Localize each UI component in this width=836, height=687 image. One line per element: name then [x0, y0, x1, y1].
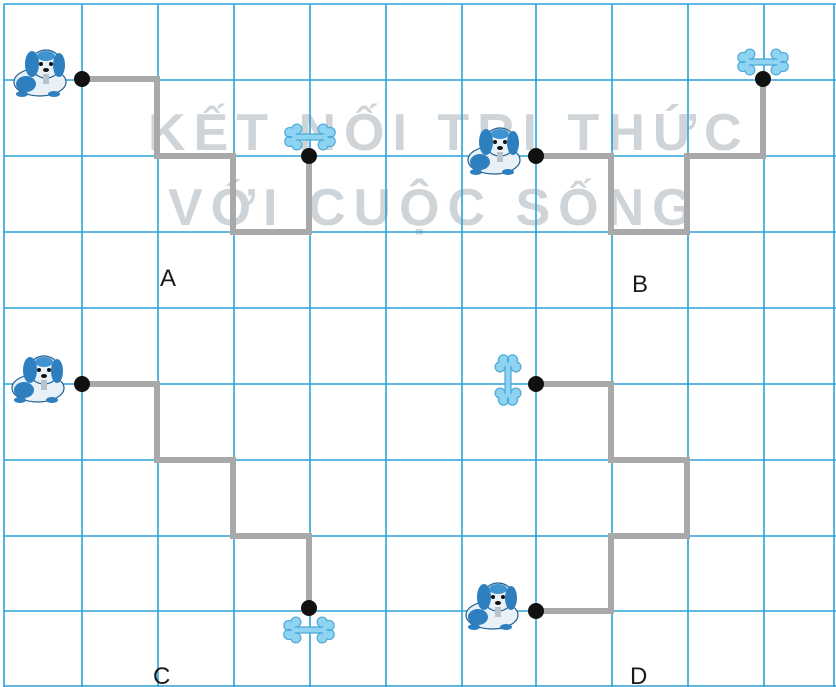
panel-c: C [12, 356, 334, 687]
panel-d: D [466, 355, 687, 687]
end-dot [301, 600, 317, 616]
bone-icon [284, 617, 334, 643]
panel-a: A [14, 50, 335, 292]
watermark: KẾT NỐI TRI THỨC VỚI CUỘC SỐNG [148, 103, 750, 237]
path-c [82, 384, 309, 608]
end-dot [755, 71, 771, 87]
watermark-line-2: VỚI CUỘC SỐNG [168, 178, 701, 237]
start-dot [528, 603, 544, 619]
start-dot [528, 148, 544, 164]
bone-icon [495, 355, 521, 405]
panel-label: B [632, 271, 648, 298]
panel-label: C [153, 663, 170, 687]
dog-icon [12, 356, 64, 403]
dog-icon [466, 583, 518, 630]
start-dot [74, 71, 90, 87]
dog-icon [14, 50, 66, 97]
panel-label: D [630, 663, 647, 687]
watermark-line-1: KẾT NỐI TRI THỨC [148, 103, 750, 162]
panel-b: B [468, 49, 788, 298]
panel-label: A [160, 265, 176, 292]
end-dot [301, 148, 317, 164]
start-dot [74, 376, 90, 392]
end-dot [528, 376, 544, 392]
